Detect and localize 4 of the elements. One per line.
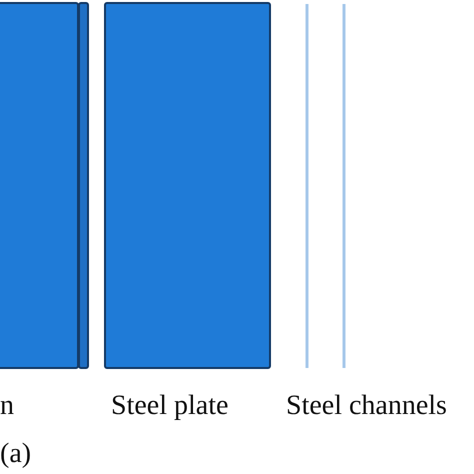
part-label: Steel plate [111, 392, 228, 420]
figure-label: (a) [0, 440, 32, 468]
part-label: Steel channels [286, 392, 447, 420]
part-label: n [0, 392, 14, 420]
